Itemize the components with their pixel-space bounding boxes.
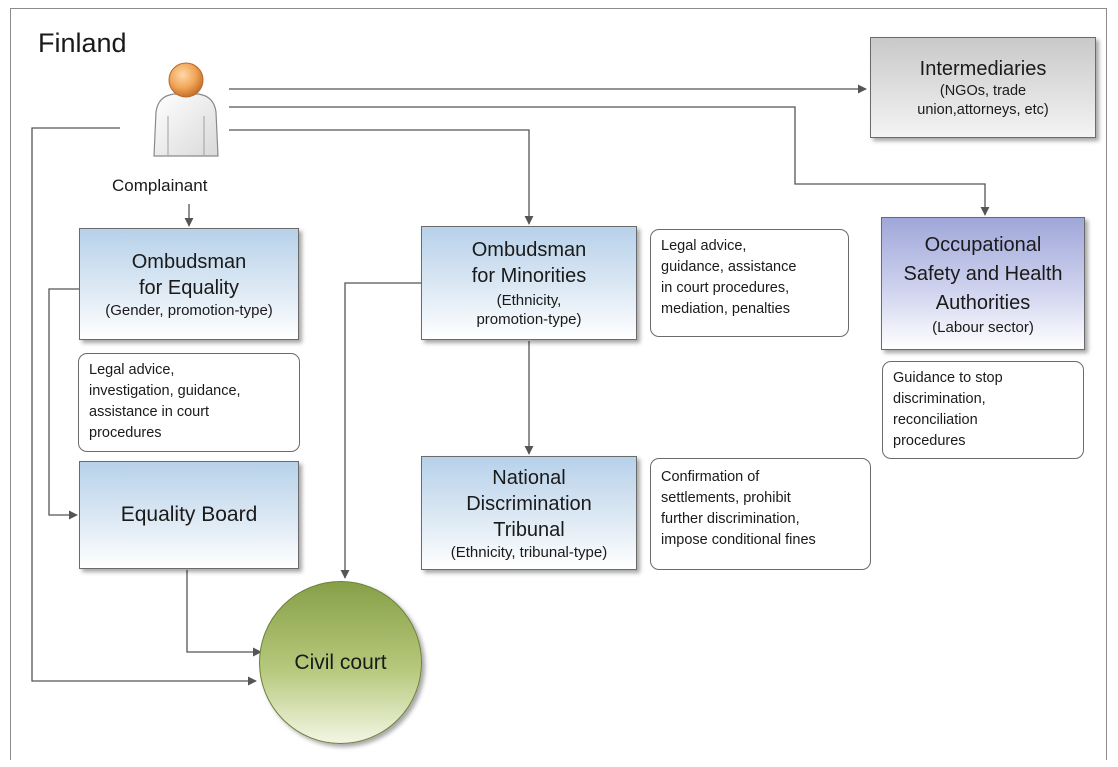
intermediaries-sub-line: (NGOs, trade	[939, 82, 1027, 99]
ombudsman-minorities-sub-line: (Ethnicity,	[496, 292, 562, 309]
equality-note: Legal advice, investigation, guidance, a…	[78, 353, 300, 452]
intermediaries-title: Intermediaries	[919, 57, 1047, 80]
ombudsman-minorities-title-line: for Minorities	[471, 265, 587, 287]
minorities-note-line: Legal advice,	[661, 238, 747, 254]
osha-note-line: procedures	[893, 433, 966, 449]
equality-note-line: assistance in court	[89, 404, 210, 420]
ombudsman-equality-title-line: for Equality	[138, 276, 240, 299]
arrow-left-to-civil-court	[31, 127, 257, 686]
osha-title-line: Authorities	[935, 291, 1031, 314]
arrow-to-ombudsman-minorities	[229, 129, 534, 225]
tribunal-title-line: Tribunal	[493, 518, 565, 541]
osha-sub: (Labour sector)	[932, 318, 1034, 336]
arrow-to-osha	[229, 106, 990, 216]
minorities-note: Legal advice, guidance, assistance in co…	[650, 229, 849, 337]
ombudsman-equality-title-line: Ombudsman	[131, 250, 247, 273]
tribunal-note-line: further discrimination,	[661, 511, 800, 527]
tribunal-note-line: settlements, prohibit	[661, 490, 791, 506]
arrow-minorities-to-civil-court	[340, 282, 421, 579]
tribunal-note: Confirmation of settlements, prohibit fu…	[650, 458, 871, 570]
osha-title-line: Safety and Health	[903, 262, 1063, 285]
ombudsman-minorities-box: Ombudsman for Minorities (Ethnicity, pro…	[421, 226, 637, 340]
complainant-label: Complainant	[112, 176, 208, 195]
country-title: Finland	[38, 28, 127, 58]
minorities-note-line: in court procedures,	[661, 280, 790, 296]
tribunal-title-line: Discrimination	[466, 492, 592, 515]
arrow-board-to-civil-court	[186, 570, 262, 657]
minorities-note-line: guidance, assistance	[661, 259, 797, 275]
civil-court-label: Civil court	[294, 650, 387, 674]
osha-note: Guidance to stop discrimination, reconci…	[882, 361, 1084, 459]
tribunal-sub: (Ethnicity, tribunal-type)	[450, 543, 608, 561]
osha-note-line: reconciliation	[893, 412, 978, 428]
equality-board-box: Equality Board	[79, 461, 299, 569]
ombudsman-minorities-sub-line: promotion-type)	[476, 311, 582, 328]
equality-note-line: Legal advice,	[89, 362, 175, 378]
intermediaries-box: Intermediaries (NGOs, trade union,attorn…	[870, 37, 1096, 138]
equality-note-line: investigation, guidance,	[89, 383, 241, 399]
intermediaries-sub-line: union,attorneys, etc)	[917, 101, 1049, 118]
ombudsman-equality-sub: (Gender, promotion-type)	[105, 301, 273, 319]
person-icon	[146, 56, 226, 166]
ombudsman-equality-box: Ombudsman for Equality (Gender, promotio…	[79, 228, 299, 340]
equality-note-line: procedures	[89, 425, 162, 441]
osha-title-line: Occupational	[924, 233, 1042, 256]
civil-court-circle: Civil court	[259, 581, 422, 744]
ombudsman-minorities-title-line: Ombudsman	[471, 239, 587, 261]
equality-board-title: Equality Board	[120, 503, 258, 526]
diagram-frame	[10, 8, 1107, 760]
tribunal-note-line: impose conditional fines	[661, 532, 816, 548]
tribunal-title-line: National	[492, 466, 566, 489]
minorities-note-line: mediation, penalties	[661, 301, 790, 317]
osha-box: Occupational Safety and Health Authoriti…	[881, 217, 1085, 350]
osha-note-line: discrimination,	[893, 391, 986, 407]
tribunal-note-line: Confirmation of	[661, 469, 760, 485]
tribunal-box: National Discrimination Tribunal (Ethnic…	[421, 456, 637, 570]
arrow-equality-to-board	[48, 288, 79, 520]
osha-note-line: Guidance to stop	[893, 370, 1003, 386]
